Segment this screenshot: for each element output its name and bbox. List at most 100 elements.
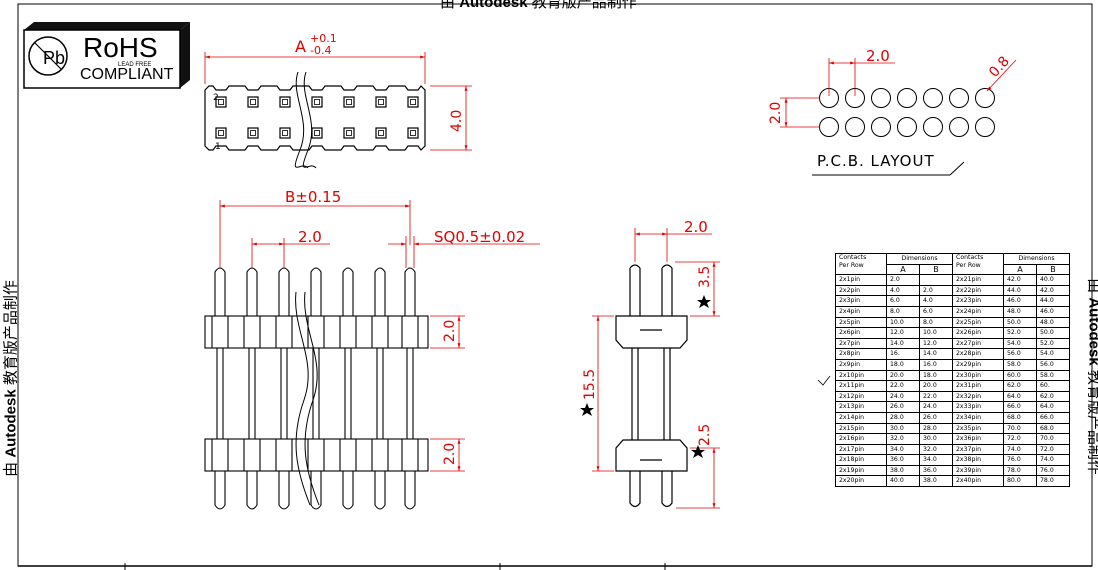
table-cell: 30.0 [886,422,920,435]
table-cell: 56.0 [1003,348,1037,360]
table-cell: 10.0 [919,327,953,339]
table-cell: 2x18pin [835,454,887,466]
table-cell: 24.0 [919,401,953,413]
pin [404,267,416,316]
table-cell: 56.0 [1036,358,1070,371]
top-view-dimensions: A +0.1 -0.4 4.0 [204,32,472,151]
table-cell: 2x11pin [835,380,887,392]
table-cell: 8.0 [919,316,953,329]
pin [246,267,258,316]
table-cell: 6.0 [886,295,920,307]
table-header-b-2: B [1036,263,1070,276]
pcb-hole [897,117,917,137]
table-cell: 2x36pin [952,433,1004,445]
table-cell: 2x14pin [835,411,887,424]
pin-hole [375,96,387,108]
table-cell: 4.0 [919,295,953,307]
table-header-a-2: A [1003,263,1037,276]
pcb-hole [975,117,995,137]
table-cell: 12.0 [886,327,920,339]
table-cell: 2x7pin [835,337,887,350]
pin [214,267,226,316]
table-cell: 40.0 [886,475,920,488]
table-cell: 28.0 [919,422,953,435]
pcb-layout-label: P.C.B. LAYOUT [817,152,935,170]
table-cell: 42.0 [1036,284,1070,297]
table-cell: 2x19pin [835,464,887,477]
rohs-badge: Pb [43,48,65,68]
table-cell: 2x37pin [952,443,1004,456]
table-cell: 2x16pin [835,433,887,445]
table-cell: 48.0 [1036,316,1070,329]
table-cell: 14.0 [919,348,953,360]
table-cell: 2x27pin [952,337,1004,350]
table-cell: 12.0 [919,337,953,350]
dim-pitch-label: 2.0 [298,228,322,246]
table-cell: 2x21pin [952,274,1004,286]
table-cell: 24.0 [886,390,920,403]
dim-body-h2: 2.0 [442,443,458,465]
table-cell: 2x35pin [952,422,1004,435]
dim-pcb-hole: 0.8 [986,53,1013,80]
table-cell: 74.0 [1003,443,1037,456]
table-cell: 32.0 [919,443,953,456]
table-cell: 2x38pin [952,454,1004,466]
pcb-hole [845,117,865,137]
side-view-dimensions: 2.0 3.5 15.5 2.5 [582,218,720,509]
pin [310,267,322,316]
table-cell: 36.0 [886,454,920,466]
table-cell: 80.0 [1003,475,1037,488]
pin-hole [311,127,323,139]
dim-sq-label: SQ0.5±0.02 [434,228,525,246]
pcb-hole [949,117,969,137]
pcb-hole [923,88,943,108]
table-cell: 64.0 [1003,390,1037,403]
table-header-b: B [919,263,953,276]
pin-hole [311,96,323,108]
rohs-subtitle: COMPLIANT [80,66,174,83]
side-view [615,264,688,508]
pin-hole [247,96,259,108]
star-icon [691,445,705,458]
table-cell: 16.0 [919,358,953,371]
table-cell: 72.0 [1003,433,1037,445]
table-cell: 76.0 [1036,464,1070,477]
table-cell: 2x26pin [952,327,1004,339]
table-cell: 70.0 [1036,433,1070,445]
table-cell: 2x33pin [952,401,1004,413]
table-cell: 2.0 [919,284,953,297]
table-cell: 4.0 [886,284,920,297]
table-cell: 26.0 [886,401,920,413]
pin [374,267,386,316]
table-cell: 76.0 [1003,454,1037,466]
table-cell: 52.0 [1036,337,1070,350]
rohs-lead: LEAD FREE [118,62,151,68]
table-cell: 2x40pin [952,475,1004,488]
table-cell: 2x4pin [835,305,887,318]
pcb-hole [871,117,891,137]
table-cell: 58.0 [1036,369,1070,382]
dim-b-label: B±0.15 [285,188,341,206]
table-cell: 32.0 [886,433,920,445]
table-header-a: A [886,263,920,276]
table-cell: 78.0 [1003,464,1037,477]
pcb-layout [819,88,995,137]
rohs-logo: Pb RoHS COMPLIANT LEAD FREE [23,22,190,89]
pin-one-label: 1 [215,142,221,152]
table-cell: 60.0 [1003,369,1037,382]
table-cell: 54.0 [1036,348,1070,360]
table-cell: 44.0 [1003,284,1037,297]
